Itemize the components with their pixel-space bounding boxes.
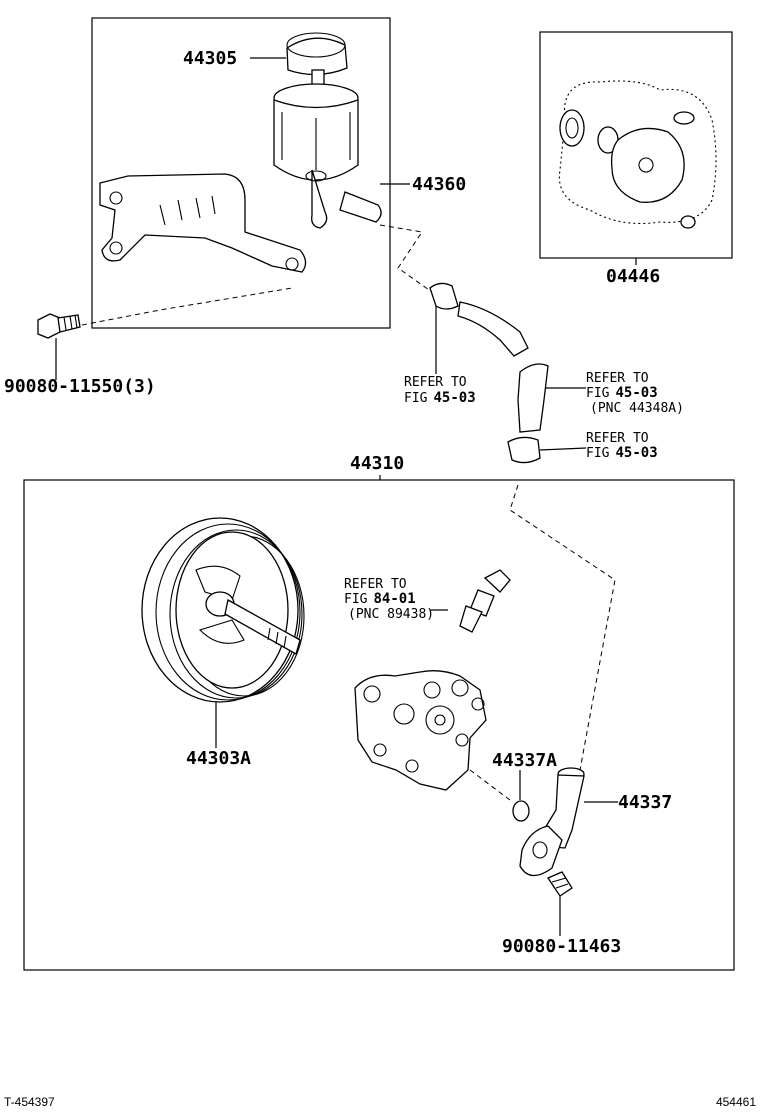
refer-hose-b-line3: (PNC 44348A) xyxy=(590,401,684,416)
pulley xyxy=(141,517,305,703)
label-44360[interactable]: 44360 xyxy=(412,174,466,195)
refer-sensor-line3: (PNC 89438) xyxy=(348,607,434,622)
leader-hose-c xyxy=(539,447,587,451)
pump-assembly-box xyxy=(23,479,735,971)
label-04446[interactable]: 04446 xyxy=(606,266,660,287)
bolt-90080-11550 xyxy=(37,313,81,339)
supply-hose-clamp xyxy=(507,436,541,464)
label-90080-11463[interactable]: 90080-11463 xyxy=(502,936,621,957)
label-44303A[interactable]: 44303A xyxy=(186,748,251,769)
reservoir-tank xyxy=(273,83,382,229)
guide-line-outlet xyxy=(379,224,433,293)
label-44305[interactable]: 44305 xyxy=(183,48,237,69)
refer-sensor-line1: REFER TO xyxy=(344,577,407,592)
footer-right-code: 454461 xyxy=(716,1095,756,1109)
reservoir-group-box xyxy=(91,17,391,329)
union-fitting-44337 xyxy=(519,767,585,877)
footer-left-code: T-454397 xyxy=(4,1095,55,1109)
refer-hose-a-line1: REFER TO xyxy=(404,375,467,390)
label-90080-11550[interactable]: 90080-11550(3) xyxy=(4,376,156,397)
guide-line-pump-oring xyxy=(469,769,511,801)
return-hose xyxy=(457,301,529,357)
bolt-90080-11463 xyxy=(547,871,573,897)
refer-hose-b-line1: REFER TO xyxy=(586,371,649,386)
label-44337[interactable]: 44337 xyxy=(618,792,672,813)
return-hose-clamp xyxy=(429,282,459,310)
supply-hose xyxy=(517,363,549,433)
reservoir-cap xyxy=(286,32,348,93)
refer-hose-c-line1: REFER TO xyxy=(586,431,649,446)
o-ring-44337A xyxy=(512,800,530,822)
guide-line-bolt xyxy=(81,287,293,326)
pump-body xyxy=(354,670,487,791)
pressure-switch xyxy=(459,569,511,633)
guide-line-pump-inlet xyxy=(509,484,616,771)
label-44337A[interactable]: 44337A xyxy=(492,750,557,771)
gasket-kit-parts xyxy=(558,80,717,229)
label-44310[interactable]: 44310 xyxy=(350,453,404,474)
reservoir-bracket xyxy=(99,173,307,273)
